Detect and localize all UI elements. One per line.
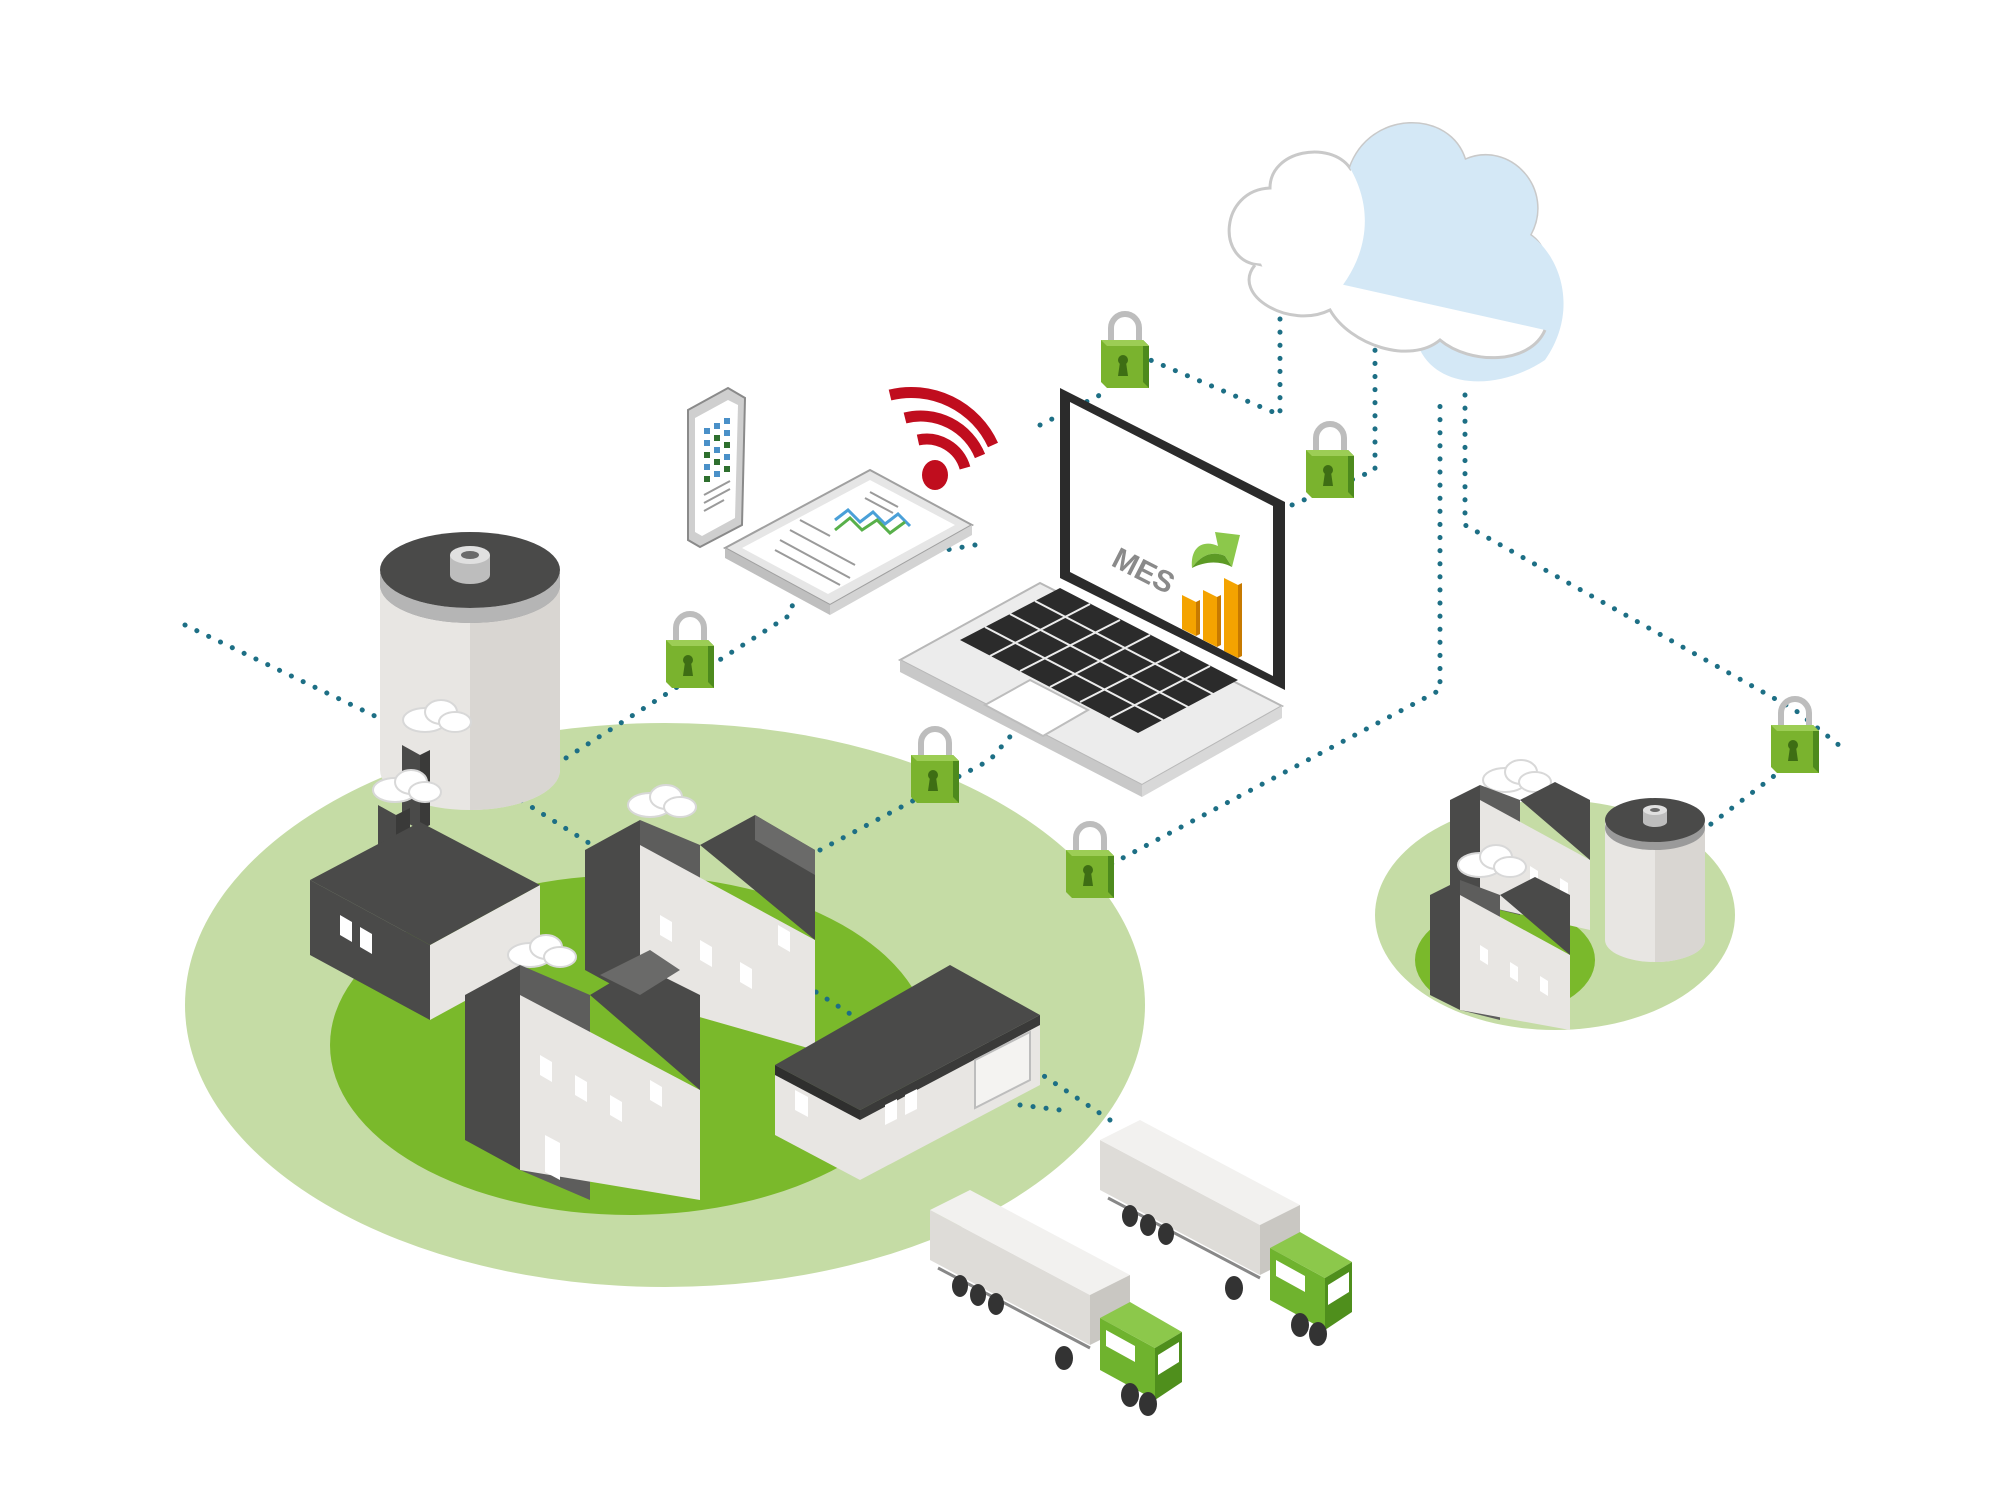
lock-icon-cloud-laptop [1101,314,1149,388]
lock-icon-tank [666,614,714,688]
factory-icon-remote [1430,759,1590,1030]
factory-icon-left [310,699,540,1020]
lock-icon-warehouse [1066,824,1114,898]
growth-arrow-icon [1191,532,1240,568]
tablet-icon [722,468,975,615]
laptop-icon: MES [897,388,1285,797]
cloud-icon [1227,122,1564,382]
smartphone-icon [687,386,747,549]
silo-icon-main [380,532,560,810]
silo-icon-remote [1605,798,1705,962]
factory-icon-front [465,934,700,1200]
bar-chart-icon [1182,578,1242,658]
warehouse-icon [775,965,1040,1180]
lock-icon-remote-site [1771,699,1819,773]
wifi-icon [888,386,998,490]
lock-icon-laptop [911,729,959,803]
lock-icon-cloud-right [1306,424,1354,498]
